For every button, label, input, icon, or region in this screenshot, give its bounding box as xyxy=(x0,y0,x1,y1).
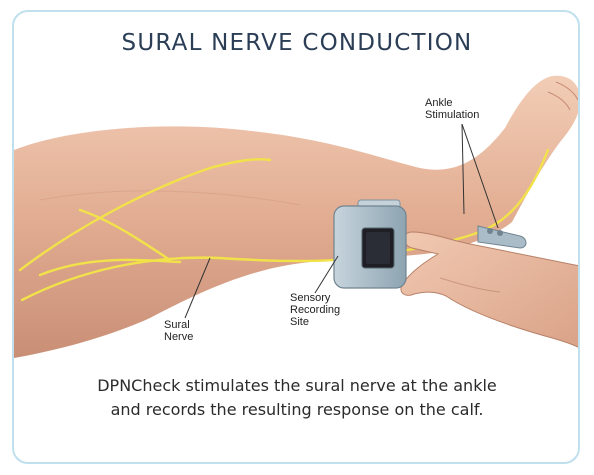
examiner-hand xyxy=(400,231,578,349)
leader-lines xyxy=(184,123,499,319)
leg-shape xyxy=(14,75,578,358)
card-title: SURAL NERVE CONDUCTION xyxy=(121,30,473,56)
dpncheck-device xyxy=(333,199,407,289)
label-ankle-stimulation: Ankle Stimulation xyxy=(425,97,480,121)
label-sensory-recording-site: Sensory Recording Site xyxy=(290,292,341,328)
label-sural-nerve: Sural Nerve xyxy=(164,319,194,343)
caption-text: DPNCheck stimulates the sural nerve at t… xyxy=(97,376,497,419)
stimulation-probe xyxy=(477,225,527,249)
